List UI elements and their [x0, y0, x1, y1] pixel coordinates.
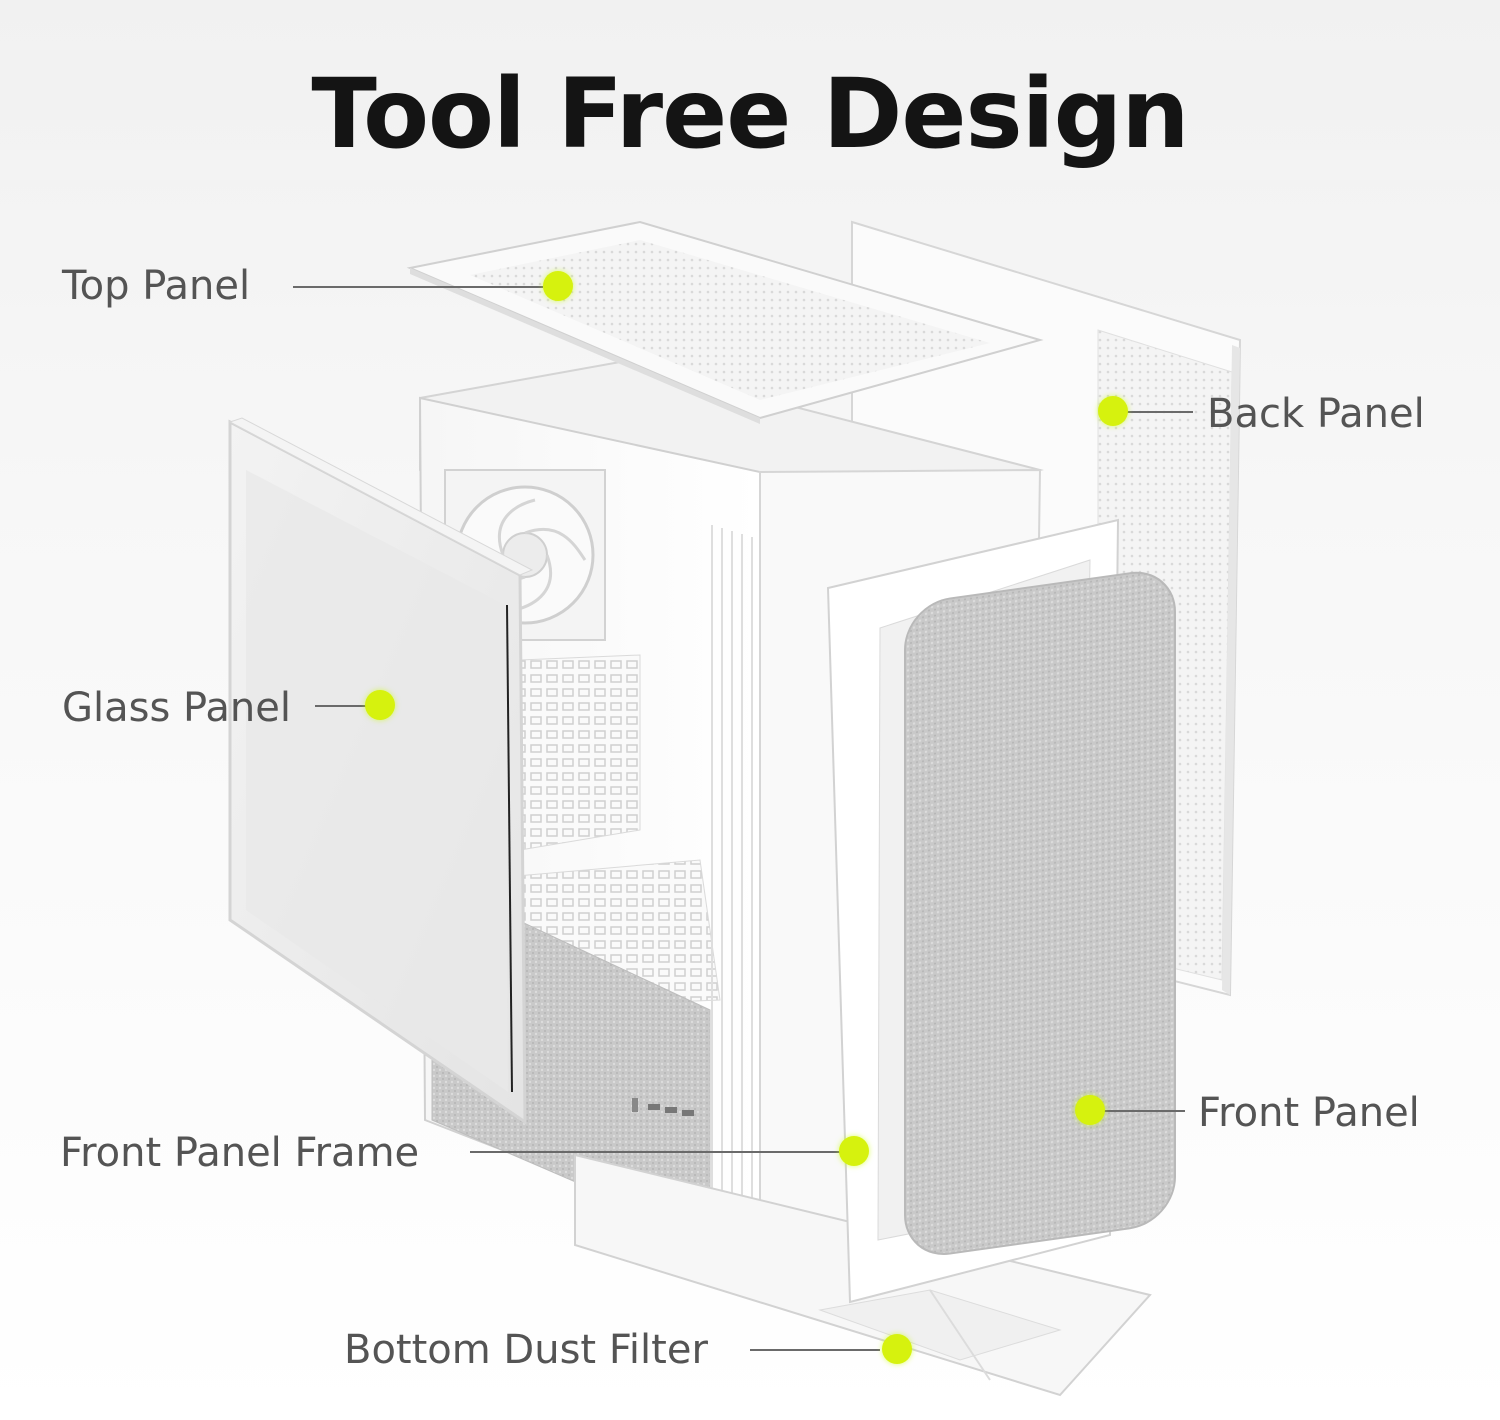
callout-dot-glass-panel — [365, 690, 395, 720]
callout-line-front-panel — [1103, 1110, 1185, 1112]
front-panel-part — [904, 571, 1176, 1255]
callout-line-top-panel — [293, 286, 543, 288]
callout-line-front-panel-frame — [470, 1151, 840, 1153]
callout-label-back-panel: Back Panel — [1207, 391, 1425, 437]
callout-dot-front-panel — [1075, 1095, 1105, 1125]
callout-label-front-panel-frame: Front Panel Frame — [60, 1130, 420, 1176]
callout-dot-top-panel — [543, 271, 573, 301]
callout-line-glass-panel — [315, 705, 367, 707]
glass-panel-part — [228, 417, 534, 1125]
callout-label-front-panel: Front Panel — [1198, 1090, 1420, 1136]
callout-label-top-panel: Top Panel — [62, 263, 251, 309]
callout-dot-back-panel — [1098, 396, 1128, 426]
callout-line-bottom-dust-filter — [750, 1349, 880, 1351]
callout-dot-bottom-dust-filter — [882, 1334, 912, 1364]
top-panel-part — [406, 220, 1044, 424]
callout-label-bottom-dust-filter: Bottom Dust Filter — [344, 1327, 708, 1373]
page-title: Tool Free Design — [311, 58, 1189, 170]
callout-line-back-panel — [1125, 411, 1193, 413]
callout-dot-front-panel-frame — [839, 1136, 869, 1166]
callout-label-glass-panel: Glass Panel — [62, 685, 291, 731]
